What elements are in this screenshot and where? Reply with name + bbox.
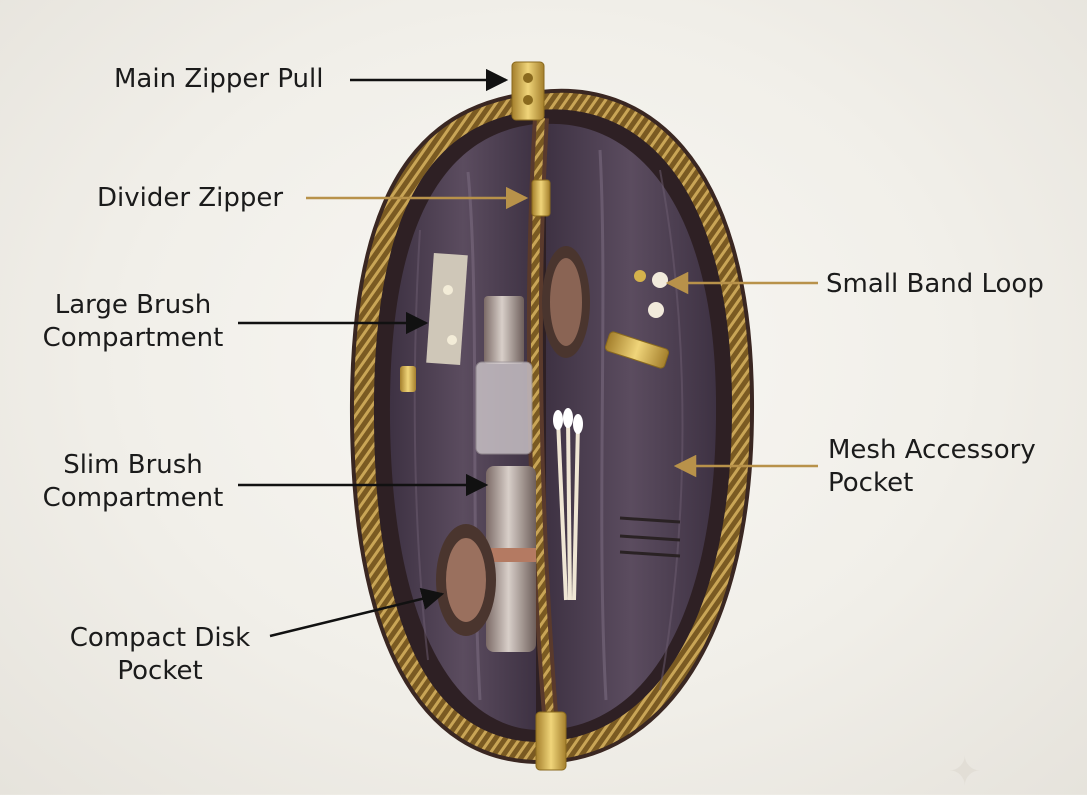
label-line: Pocket: [828, 468, 914, 498]
compact-powder: [542, 246, 590, 358]
main-zipper-pull[interactable]: [511, 61, 545, 121]
lipstick-tube: [486, 466, 536, 652]
bag-body: [349, 88, 755, 765]
label-line: Pocket: [117, 656, 203, 686]
label-line: Divider Zipper: [97, 183, 284, 213]
label-line: Main Zipper Pull: [114, 64, 324, 94]
label-divider-zipper: Divider Zipper: [97, 182, 283, 215]
label-line: Compact Disk: [69, 623, 251, 653]
side-zipper-pull[interactable]: [604, 331, 670, 369]
cotton-swabs: [553, 408, 583, 601]
label-line: Large Brush: [54, 290, 212, 320]
perfume-bottle: [475, 296, 533, 455]
label-line: Slim Brush: [63, 450, 203, 480]
hair-pins: [619, 516, 681, 558]
label-small-band-loop: Small Band Loop: [826, 268, 1044, 301]
compact-disk-pocket-arrow: [269, 587, 445, 638]
sparkle-icon: ✦: [948, 749, 982, 795]
compact-disk: [436, 524, 496, 636]
label-large-brush-compartment: Large Brush Compartment: [34, 289, 232, 355]
label-main-zipper-pull: Main Zipper Pull: [114, 63, 323, 96]
label-compact-disk-pocket: Compact Disk Pocket: [60, 622, 260, 688]
label-line: Mesh Accessory: [828, 435, 1036, 465]
label-line: Compartment: [42, 483, 224, 513]
label-line: Small Band Loop: [826, 269, 1044, 299]
label-mesh-accessory-pocket: Mesh Accessory Pocket: [828, 434, 1036, 500]
label-line: Compartment: [42, 323, 224, 353]
earrings-card: [426, 252, 468, 366]
left-clasp: [400, 366, 416, 392]
bottom-zipper-pull[interactable]: [535, 711, 567, 771]
label-slim-brush-compartment: Slim Brush Compartment: [34, 449, 232, 515]
pearl-earrings: [634, 270, 668, 318]
divider-zipper-pull[interactable]: [531, 179, 551, 217]
